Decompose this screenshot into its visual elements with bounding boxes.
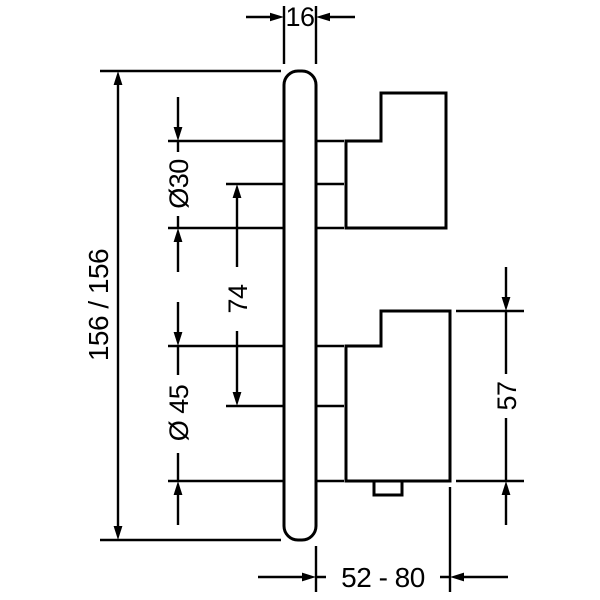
arrowhead-up-icon xyxy=(173,228,183,242)
label-mask xyxy=(167,152,189,216)
arrowhead-down-icon xyxy=(173,332,183,346)
bottom-knob-profile xyxy=(344,309,452,483)
arrowhead-down-icon xyxy=(113,526,123,540)
arrowhead-left-icon xyxy=(450,572,464,582)
top-knob-diameter-label: Ø30 xyxy=(164,159,194,209)
arrowhead-up-icon xyxy=(113,71,123,85)
top-knob-profile xyxy=(344,91,448,230)
plate-thickness-label: 16 xyxy=(285,2,314,32)
arrowhead-right-icon xyxy=(302,572,316,582)
faceplate-profile xyxy=(282,69,318,542)
arrowhead-up-icon xyxy=(173,481,183,495)
dimension-plate-thickness: 16 xyxy=(246,2,355,64)
arrowhead-down-icon xyxy=(232,392,242,406)
label-mask xyxy=(495,374,517,418)
bottom-knob-height-label: 57 xyxy=(492,381,522,410)
product-profile xyxy=(282,69,452,542)
plate-size-label: 156 / 156 xyxy=(83,249,114,361)
label-mask xyxy=(167,375,189,453)
arrowhead-down-icon xyxy=(501,297,511,311)
label-mask xyxy=(226,267,248,331)
dimension-plate-size: 156 / 156 xyxy=(83,69,281,542)
dimension-bottom-knob-height: 57 xyxy=(456,267,524,525)
label-mask xyxy=(326,561,440,592)
arrowhead-down-icon xyxy=(173,127,183,141)
arrowhead-up-icon xyxy=(501,481,511,495)
knob-spacing-label: 74 xyxy=(223,284,253,314)
dimension-installation-depth: 52 - 80 xyxy=(258,487,508,593)
arrowhead-up-icon xyxy=(232,184,242,198)
dimension-knob-spacing: 74 xyxy=(223,182,344,408)
installation-depth-label: 52 - 80 xyxy=(341,562,425,593)
bottom-knob-tab xyxy=(372,479,404,497)
dimension-bottom-knob-diameter: Ø 45 xyxy=(164,302,344,525)
arrowhead-right-icon xyxy=(270,12,284,22)
arrowhead-left-icon xyxy=(316,12,330,22)
bottom-knob-diameter-label: Ø 45 xyxy=(164,385,194,442)
